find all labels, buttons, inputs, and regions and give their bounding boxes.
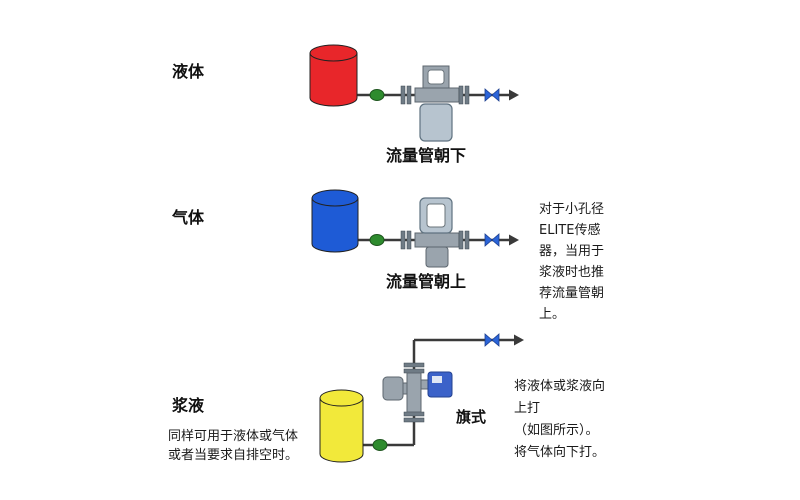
elite-sensor-note: 对于小孔径 ELITE传感 器，当用于 浆液时也推 荐流量管朝 上。 — [539, 202, 605, 322]
sensor-case-side — [427, 371, 453, 398]
section-label-slurry: 浆液 — [172, 396, 205, 415]
slurry-usage-note: 同样可用于液体或气体 或者当要求自排空时。 — [168, 429, 299, 463]
transmitter — [425, 246, 449, 268]
caption-flag-style: 旗式 — [456, 408, 487, 426]
caption-flow-tube-up: 流量管朝上 — [386, 272, 467, 291]
liquid-installation-diagram — [309, 44, 519, 142]
sensor-case-down — [419, 103, 453, 142]
transmitter-stub — [402, 382, 408, 395]
control-valve-icon — [484, 333, 500, 347]
gas-tank — [311, 189, 359, 253]
flow-direction-arrow-icon — [514, 334, 524, 346]
shutoff-valve-icon — [372, 439, 388, 451]
liquid-tank — [309, 44, 358, 107]
gas-installation-diagram — [311, 189, 519, 268]
slurry-installation-diagram — [319, 333, 524, 463]
slurry-tank — [319, 389, 364, 463]
case-stub — [420, 379, 429, 390]
transmitter-display — [427, 69, 445, 85]
transmitter — [382, 376, 404, 401]
control-valve-icon — [484, 88, 500, 102]
section-label-gas: 气体 — [172, 208, 205, 227]
flow-meter-flag-style — [382, 362, 453, 423]
caption-flow-tube-down: 流量管朝下 — [386, 146, 467, 165]
transmitter-display — [426, 203, 446, 228]
flow-direction-arrow-icon — [509, 234, 519, 246]
transmitter — [422, 65, 450, 89]
shutoff-valve-icon — [369, 89, 385, 101]
shutoff-valve-icon — [369, 234, 385, 246]
flow-direction-arrow-icon — [509, 89, 519, 101]
pumping-direction-note: 将液体或浆液向 上打 （如图所示）。 将气体向下打。 — [514, 379, 606, 460]
flow-meter-tube-down — [400, 65, 470, 142]
section-label-liquid: 液体 — [172, 62, 205, 81]
flow-meter-tube-up — [400, 197, 470, 268]
control-valve-icon — [484, 233, 500, 247]
